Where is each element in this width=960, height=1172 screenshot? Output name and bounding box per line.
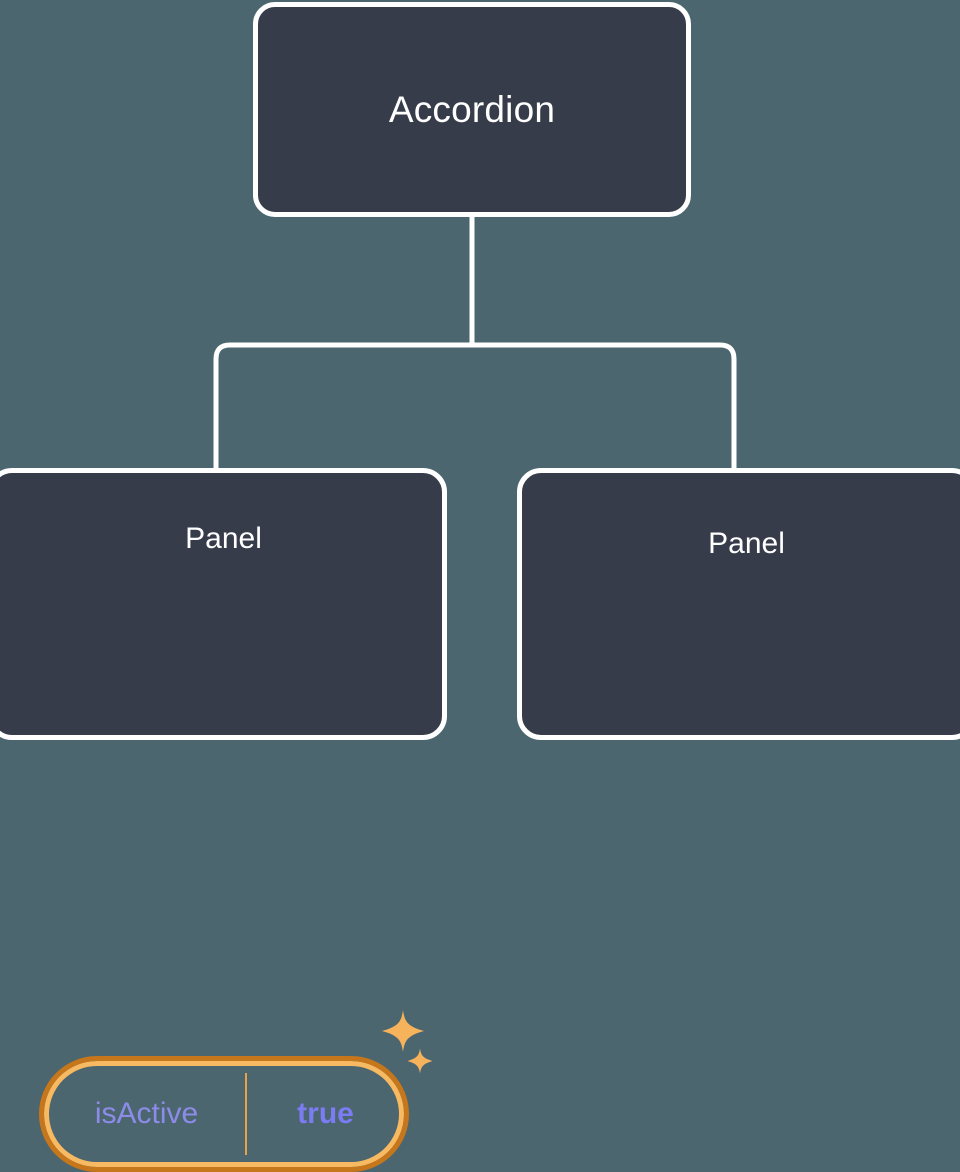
prop-key-label: isActive <box>94 1097 199 1130</box>
node-accordion-title: Accordion <box>388 89 556 130</box>
node-panel-inactive-title: Panel <box>708 527 785 560</box>
node-panel-inactive[interactable]: Panel isActive false <box>517 468 960 740</box>
node-panel-active[interactable]: Panel isActive true <box>0 468 447 1172</box>
node-accordion[interactable]: Accordion <box>253 2 691 217</box>
prop-pill-isactive-true[interactable]: isActive true <box>39 1056 409 1172</box>
sparkle-large-icon <box>381 1009 425 1053</box>
connector-branch-right <box>472 342 737 470</box>
connector-branch-left <box>213 342 472 470</box>
node-panel-active-title: Panel <box>185 522 262 555</box>
sparkle-small-icon <box>407 1048 433 1074</box>
prop-value-label: true <box>297 1097 354 1130</box>
